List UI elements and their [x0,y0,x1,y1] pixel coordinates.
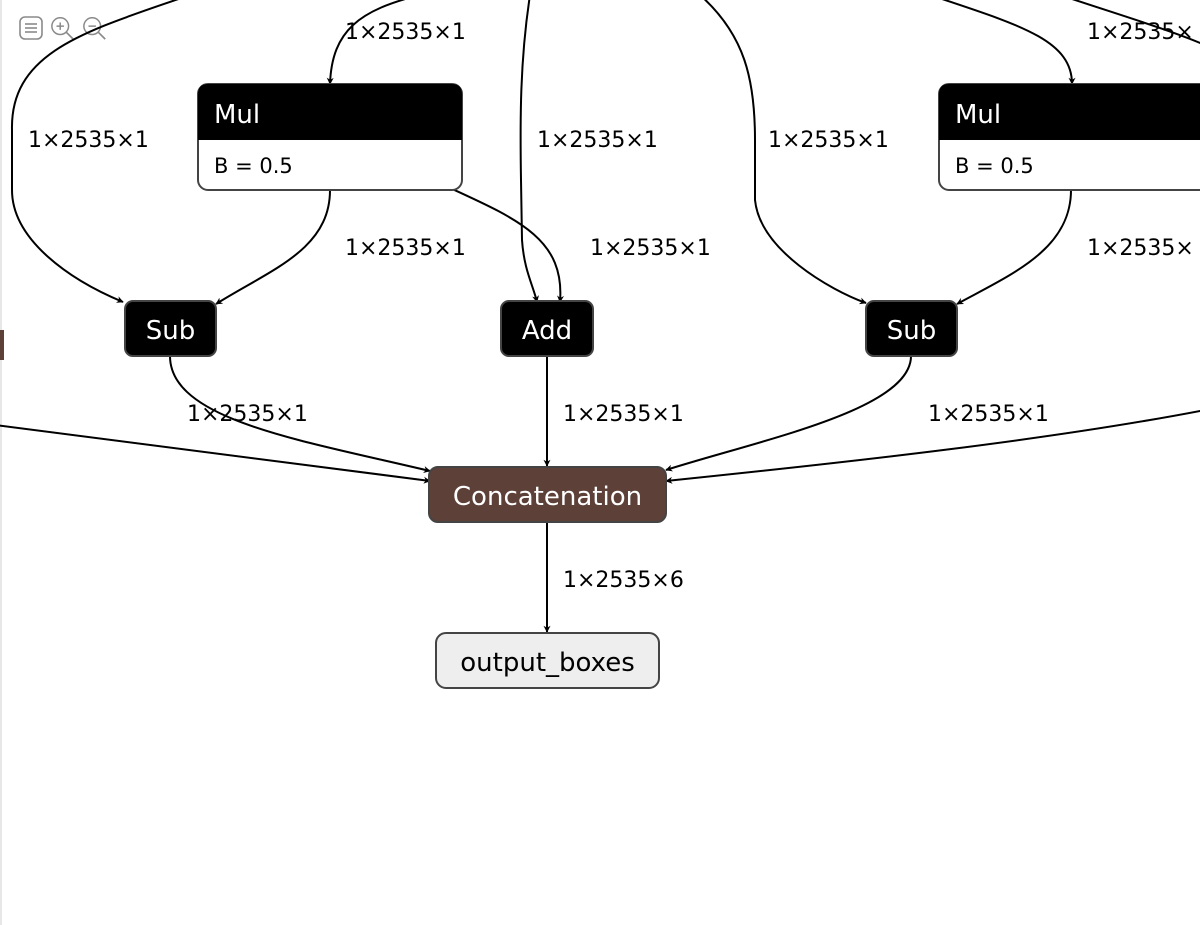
node-title: Mul [214,100,260,130]
node-body [124,300,217,357]
edge-label: 1×2535×6 [563,568,684,593]
edge-label: 1×2535×1 [187,402,308,427]
menu-button[interactable] [18,15,44,41]
node-output-boxes[interactable]: output_boxes [435,632,660,689]
node-title: output_boxes [460,648,635,678]
node-sub-left[interactable]: Sub [124,300,217,357]
edge-top-right-offscreen [1071,0,1200,45]
edge-label: 1×2535×1 [563,402,684,427]
node-sub-right[interactable]: Sub [865,300,958,357]
node-header [198,84,462,140]
edge-sub-left-to-concat [169,355,431,473]
edge-label: 1×2535×1 [345,236,466,261]
menu-icon [19,16,43,40]
node-title: Sub [887,316,937,346]
edge-right-offscreen-to-concat [665,409,1200,484]
edge-top-to-mul-left [326,0,406,85]
node-mul-right[interactable]: Mul B = 0.5 [938,83,1200,191]
edge-top-to-add [519,0,539,303]
left-edge-marker [0,330,4,360]
node-add[interactable]: Add [500,300,594,357]
node-header [939,84,1200,140]
edge-label: 1×2535× [1087,236,1194,261]
zoom-in-icon [51,17,74,40]
node-title: Concatenation [453,482,642,512]
node-title: Mul [955,100,1001,130]
edge-label: 1×2535×1 [28,128,149,153]
edge-sub-right-to-concat [665,355,912,472]
node-title: Sub [146,316,196,346]
edge-left-offscreen-to-concat [0,424,431,484]
node-attribute: B = 0.5 [955,154,1034,178]
edges [0,0,1200,633]
node-attribute: B = 0.5 [214,154,293,178]
node-mul-left[interactable]: Mul B = 0.5 [197,83,463,191]
node-body [865,300,958,357]
edge-top-left-to-sub-left [10,0,179,303]
node-body [428,466,667,523]
node-concatenation[interactable]: Concatenation [428,466,667,523]
node-body [435,632,660,689]
edge-label: 1×2535×1 [928,402,1049,427]
edge-label: 1×2535×1 [345,20,466,45]
edge-label: 1×2535×1 [537,128,658,153]
edge-mul-left-to-sub-left [215,189,331,305]
zoom-in-button[interactable] [50,15,76,41]
graph-toolbar [18,15,108,41]
edge-mul-left-to-add [449,187,564,303]
edge-mul-right-to-sub-right [956,189,1072,305]
node-body [500,300,594,357]
edge-label: 1×2535×1 [590,236,711,261]
node-title: Add [522,316,572,346]
edge-label: 1×2535× [1087,20,1194,45]
edge-labels: 1×2535×1 1×2535× 1×2535×1 1×2535×1 1×253… [28,20,1194,593]
edge-top-to-mul-right [941,0,1076,85]
edge-label: 1×2535×1 [768,128,889,153]
edge-top-to-sub-right [703,0,867,305]
